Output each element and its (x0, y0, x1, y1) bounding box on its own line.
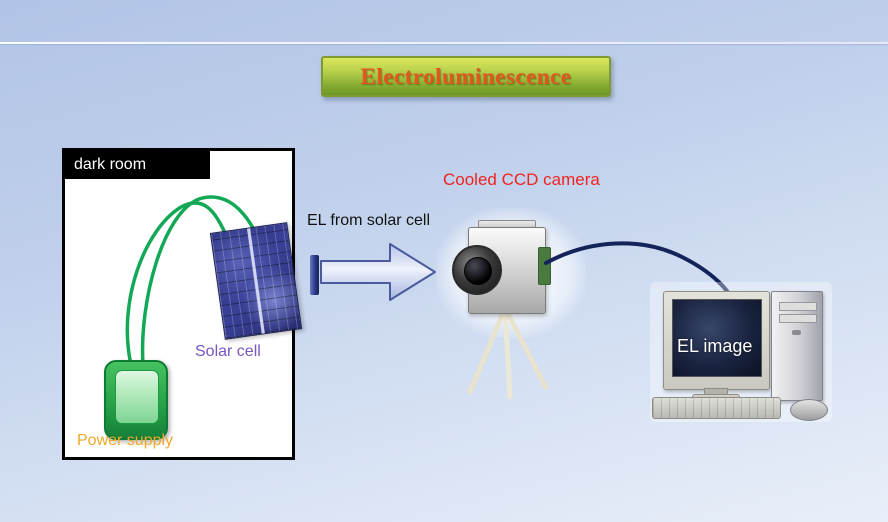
monitor: EL image (663, 291, 770, 390)
el-emission-bar (310, 255, 319, 295)
dark-room-header: dark room (64, 150, 210, 179)
el-image-label: EL image (677, 336, 753, 356)
computer-tower (771, 291, 823, 401)
top-divider-line (0, 42, 888, 44)
tower-drive-slot (779, 314, 817, 323)
solar-cell-image (209, 222, 303, 340)
solar-cell-label: Solar cell (195, 343, 261, 360)
keyboard (652, 397, 781, 419)
camera-lens (452, 245, 502, 295)
title-box: Electroluminescence (321, 56, 611, 97)
tower-power-button (792, 330, 801, 335)
el-from-solar-cell-label: EL from solar cell (307, 212, 430, 229)
tower-drive-slot (779, 302, 817, 311)
cooled-ccd-camera-label: Cooled CCD camera (443, 170, 600, 189)
power-supply-device (104, 360, 168, 440)
dark-room-box: Solar cell Power supply dark room (62, 148, 303, 460)
mouse (790, 399, 828, 421)
monitor-screen: EL image (672, 299, 762, 377)
page-title: Electroluminescence (360, 63, 572, 89)
solar-cell-panel-gap (247, 228, 265, 334)
camera-lens-inner (464, 257, 492, 285)
power-supply-screen (115, 370, 159, 424)
right-block-arrow (320, 243, 436, 301)
power-supply-label: Power supply (77, 432, 174, 449)
camera-pcb-edge (538, 247, 551, 285)
